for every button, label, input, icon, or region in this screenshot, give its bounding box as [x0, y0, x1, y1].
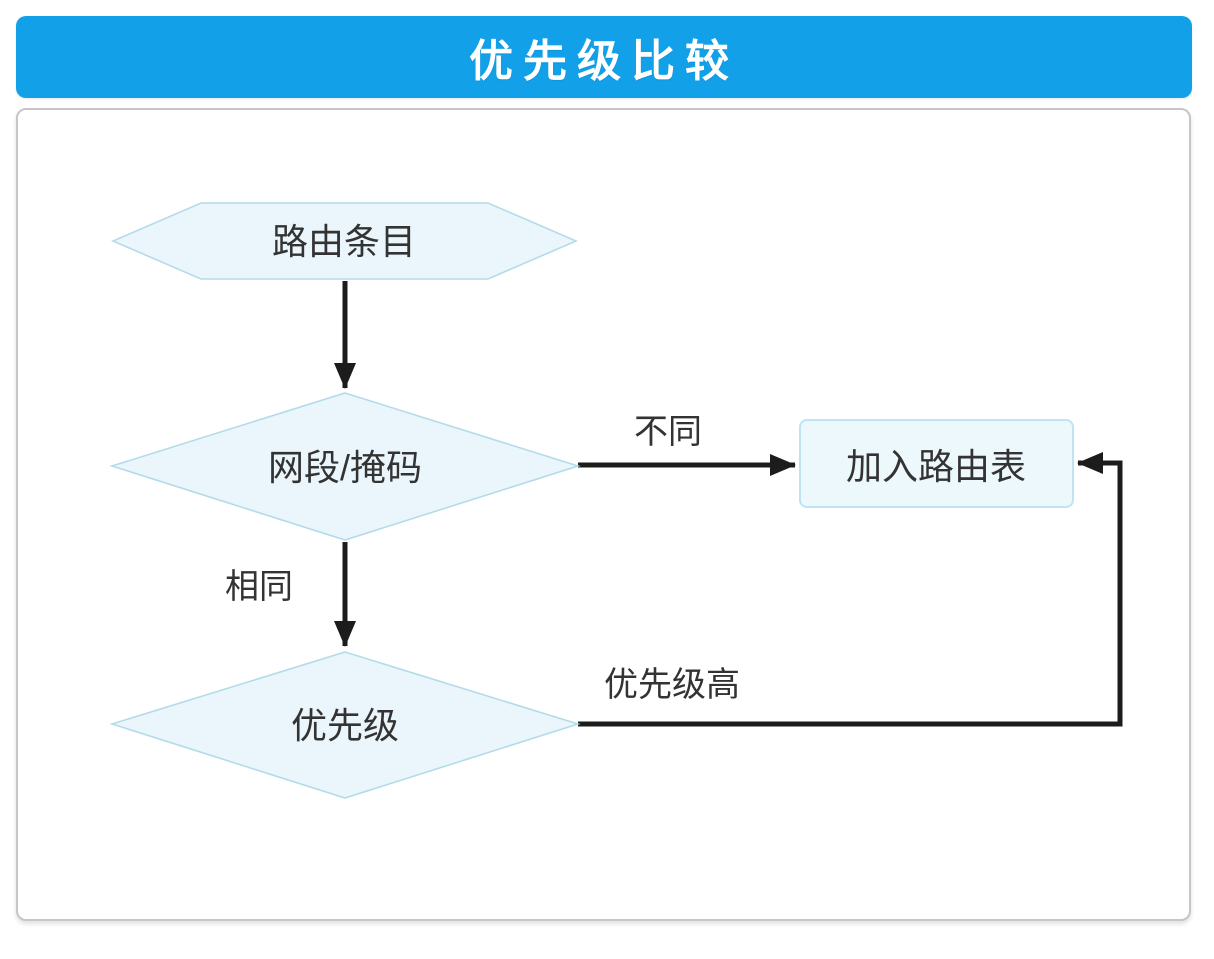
edge-label-higher-priority: 优先级高	[604, 666, 740, 704]
title-bar: 优先级比较	[16, 16, 1192, 98]
edge-label-same: 相同	[225, 568, 293, 606]
arrow-decision2-to-action	[578, 452, 1123, 727]
page-title: 优先级比较	[469, 37, 739, 86]
edge-label-different: 不同	[634, 413, 702, 451]
start-node-hexagon	[110, 202, 579, 280]
decision2-label: 优先级	[291, 705, 399, 746]
decision1-label: 网段/掩码	[268, 447, 422, 488]
start-node-label: 路由条目	[272, 221, 416, 262]
action-label: 加入路由表	[846, 446, 1026, 487]
decision1-diamond	[109, 392, 581, 541]
action-rect	[799, 419, 1074, 508]
decision2-diamond	[109, 651, 581, 799]
